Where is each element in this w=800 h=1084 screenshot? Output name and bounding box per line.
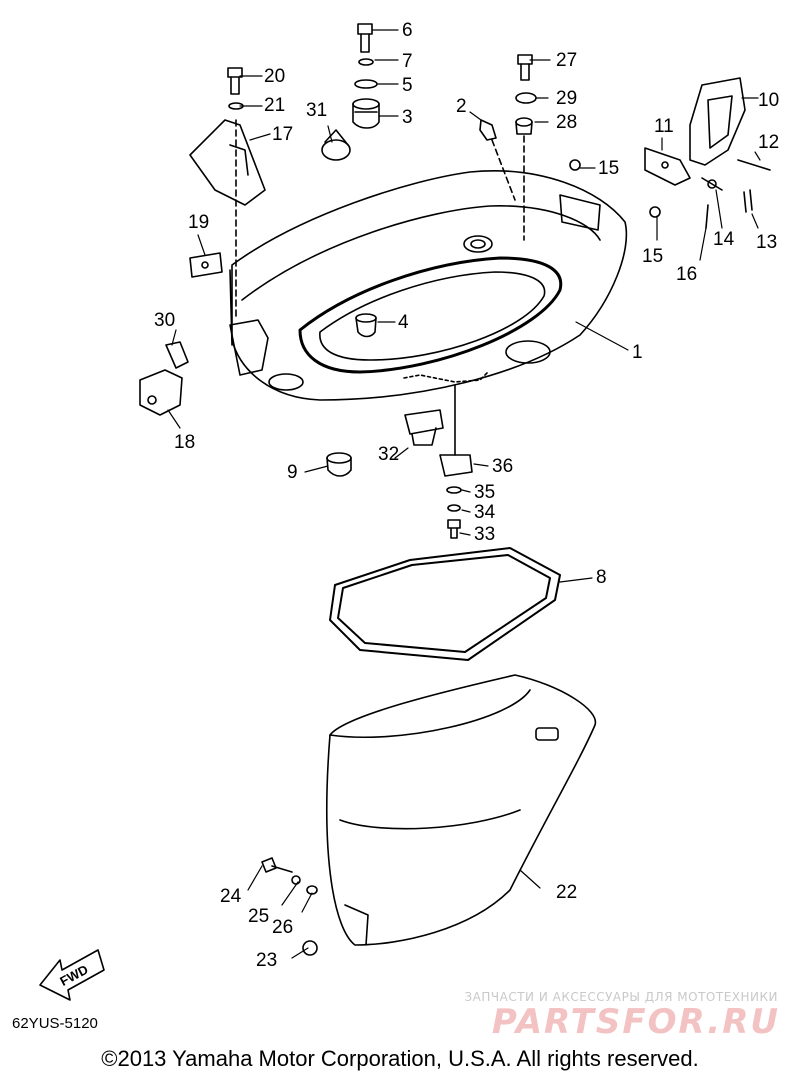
- screw-part: [447, 519, 461, 539]
- pin-small-part: [705, 204, 709, 229]
- washer-upper-part: [515, 92, 537, 104]
- clamp-part: [439, 384, 473, 477]
- callout-35: 35: [474, 482, 495, 503]
- callout-12: 12: [758, 132, 779, 153]
- callout-17: 17: [272, 124, 293, 145]
- callout-30: 30: [154, 310, 175, 331]
- hose-nipple-part: [479, 119, 516, 201]
- callout-13: 13: [756, 232, 777, 253]
- callout-32: 32: [378, 444, 399, 465]
- nut-lower-part: [302, 940, 318, 956]
- nut-part-2: [649, 206, 661, 218]
- callout-15a: 15: [598, 158, 619, 179]
- callout-8: 8: [596, 567, 607, 588]
- grommet-small-part: [355, 313, 377, 338]
- callout-27: 27: [556, 50, 577, 71]
- callout-18: 18: [174, 432, 195, 453]
- callout-29: 29: [556, 88, 577, 109]
- guide-bracket-part: [189, 119, 266, 206]
- callout-28: 28: [556, 112, 577, 133]
- nut-part: [569, 159, 581, 171]
- spring-washer-part: [358, 58, 374, 66]
- callout-5: 5: [402, 75, 413, 96]
- callout-25: 25: [248, 906, 269, 927]
- watermark-logo: PARTSFOR.RU: [491, 1002, 780, 1042]
- callout-15b: 15: [642, 246, 663, 267]
- damper-part: [189, 252, 223, 278]
- bolt-lower-part: [261, 857, 293, 873]
- callout-2: 2: [456, 96, 467, 117]
- fwd-label: FWD: [57, 962, 90, 989]
- callout-6: 6: [402, 20, 413, 41]
- callout-23: 23: [256, 950, 277, 971]
- callout-11: 11: [654, 116, 674, 137]
- bracket-left-part: [139, 369, 183, 416]
- callout-24: 24: [220, 886, 242, 907]
- callout-9: 9: [287, 462, 298, 483]
- cotter-pin-part: [743, 189, 753, 213]
- fwd-arrow-icon: [39, 949, 105, 1001]
- callout-19: 19: [188, 212, 209, 233]
- callout-16: 16: [676, 264, 697, 285]
- grommet-large-part: [404, 409, 444, 446]
- pin-part: [737, 159, 771, 171]
- washer-part: [354, 79, 378, 89]
- callout-22: 22: [556, 882, 577, 903]
- bolt-left-part: [227, 67, 243, 95]
- washer-small-part: [446, 486, 462, 494]
- grommet-part: [352, 98, 380, 129]
- seal-part: [329, 547, 561, 661]
- bottom-cowling-part: [229, 170, 628, 401]
- callout-34: 34: [474, 502, 496, 523]
- copyright-notice: ©2013 Yamaha Motor Corporation, U.S.A. A…: [101, 1046, 699, 1071]
- callout-21: 21: [264, 95, 285, 116]
- lower-cowling-part: [326, 674, 597, 946]
- callout-26: 26: [272, 917, 293, 938]
- callout-10: 10: [758, 90, 779, 111]
- callout-4: 4: [398, 312, 409, 333]
- callout-3: 3: [402, 107, 413, 128]
- catalog-id: 62YUS-5120: [12, 1015, 98, 1032]
- callout-14: 14: [713, 229, 735, 250]
- callout-7: 7: [402, 51, 413, 72]
- grommet-upper-part: [515, 117, 533, 135]
- callout-31: 31: [306, 100, 327, 121]
- lever-part: [689, 77, 746, 166]
- washer-lower-part: [291, 875, 301, 885]
- watermark-tagline: ЗАПЧАСТИ И АКСЕССУАРЫ ДЛЯ МОТОТЕХНИКИ: [464, 990, 778, 1004]
- grommet-left-part: [165, 341, 189, 369]
- bolt-part: [357, 23, 373, 53]
- callout-33: 33: [474, 524, 495, 545]
- grommet-lower-part: [326, 452, 352, 477]
- callout-1: 1: [632, 342, 643, 363]
- plug-part: [321, 129, 351, 161]
- bolt-upper-part: [517, 54, 533, 81]
- callout-20: 20: [264, 66, 285, 87]
- bracket-part: [644, 147, 691, 186]
- shaft-part: [701, 177, 723, 191]
- spring-washer-small-part: [447, 504, 461, 512]
- callout-36: 36: [492, 456, 513, 477]
